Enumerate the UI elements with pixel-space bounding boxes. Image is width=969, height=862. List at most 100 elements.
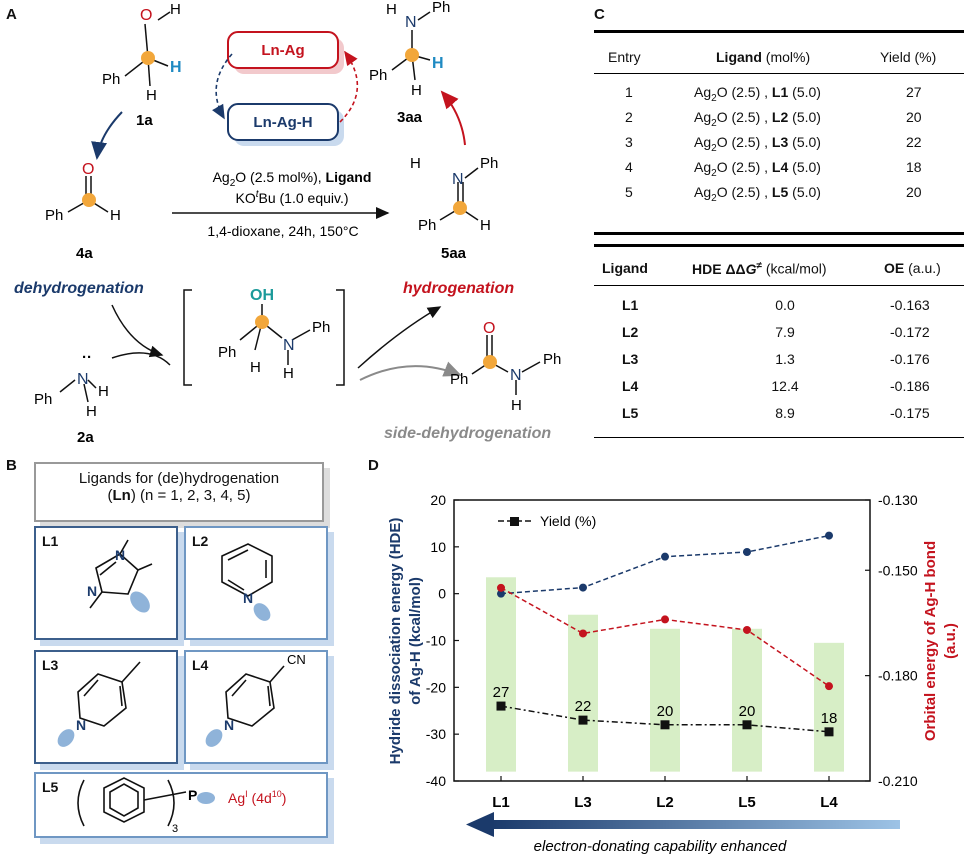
yield-cell: 18 [906, 159, 922, 175]
highlight-bar [814, 642, 844, 772]
arrow-side-dehydrogenation [359, 361, 462, 381]
yield-cell: 20 [906, 184, 922, 200]
hde-cell: 12.4 [771, 378, 799, 394]
reaction-scheme: O H Ph H H 1a O Ph H 4a dehydrogenation … [14, 0, 561, 446]
x-tick-label: L2 [656, 794, 674, 811]
atom-H: H [386, 1, 397, 18]
l1-atom-N: N [87, 583, 97, 599]
bracket-right [336, 289, 345, 386]
ligand-label-l1: L1 [42, 533, 59, 549]
compound-label-4a: 4a [76, 245, 93, 262]
arrow-4a-to-intermediate [111, 304, 164, 358]
data-label: 20 [739, 703, 756, 720]
condition-line-3: 1,4-dioxane, 24h, 150°C [207, 223, 358, 239]
l2-atom-N: N [243, 590, 253, 606]
entry-cell: 2 [625, 109, 633, 125]
compound-label-5aa: 5aa [441, 245, 467, 262]
table1-mid-rule [594, 73, 964, 74]
yield-cell: 22 [906, 134, 922, 150]
atom-H: H [146, 87, 157, 104]
data-label: 18 [821, 710, 838, 727]
highlight-bar [650, 628, 680, 772]
entry-cell: 1 [625, 84, 633, 100]
ligand-cell: Ag2O (2.5) , L4 (5.0) [694, 159, 821, 179]
table2-header-oe: OE (a.u.) [884, 260, 941, 276]
ligands-header-line1: Ligands for (de)hydrogenation [78, 470, 280, 487]
atom-H-blue: H [432, 55, 444, 72]
l3-atom-N: N [76, 717, 86, 733]
highlight-bar [486, 577, 516, 772]
l4-structure [225, 665, 285, 727]
ligand-cell: Ag2O (2.5) , L1 (5.0) [694, 84, 821, 104]
l2-structure [221, 543, 273, 597]
data-point [578, 715, 588, 725]
atom-O: O [140, 7, 152, 24]
y-right-tick-label: -0.150 [878, 562, 918, 578]
atom-Ph: Ph [369, 67, 387, 84]
y-tick-label: -20 [426, 679, 446, 695]
condition-line-1: Ag2O (2.5 mol%), Ligand [213, 169, 372, 189]
highlight-bar [568, 614, 598, 772]
oe-cell: -0.163 [890, 297, 930, 313]
l1-lone-pair-lobe [130, 591, 150, 613]
atom-N: N [405, 14, 417, 31]
entry-cell: 3 [625, 134, 633, 150]
l5-structure [77, 777, 187, 827]
hde-orbital-chart: 20100-10-20-30-40-0.130-0.150-0.180-0.21… [387, 492, 959, 855]
oe-cell: -0.175 [890, 405, 930, 421]
x-tick-label: L3 [574, 794, 592, 811]
entry-cell: 5 [625, 184, 633, 200]
donating-arrow-shaft [492, 820, 900, 829]
atom-O: O [483, 320, 495, 337]
x-tick-label: L5 [738, 794, 756, 811]
atom-Ph: Ph [312, 319, 330, 336]
atom-Ph: Ph [418, 217, 436, 234]
data-point [825, 682, 833, 691]
atom-N: N [452, 171, 464, 188]
y-axis-title: Hydride dissociation energy (HDE)of Ag-H… [387, 518, 424, 765]
data-label: 22 [575, 698, 592, 715]
atom-N: N [510, 367, 522, 384]
y-tick-label: -10 [426, 633, 446, 649]
data-point [743, 625, 751, 634]
panel-a-letter: A [6, 6, 17, 23]
atom-Ph: Ph [432, 0, 450, 16]
data-point [742, 720, 752, 730]
hde-cell: 0.0 [775, 297, 795, 313]
l4-cn: CN [287, 652, 306, 667]
atom-H-blue: H [170, 59, 182, 76]
panel-c-letter: C [594, 6, 605, 23]
l1-atom-N: N [115, 547, 125, 563]
oe-cell: -0.176 [890, 351, 930, 367]
compound-label-1a: 1a [136, 112, 153, 129]
arrow-dehydrogenation [91, 111, 123, 160]
atom-H: H [86, 403, 97, 420]
donating-arrow-head [466, 812, 494, 837]
l4-atom-N: N [224, 717, 234, 733]
bracket-left [183, 289, 192, 386]
y-right-tick-label: -0.210 [878, 773, 918, 789]
catalyst-ln-ag-h [227, 103, 339, 141]
x-tick-label: L1 [492, 794, 510, 811]
atom-Ph: Ph [480, 155, 498, 172]
table2-mid-rule [594, 285, 964, 286]
y-tick-label: -30 [426, 726, 446, 742]
table2-bottom-rule [594, 437, 964, 438]
atom-Ph: Ph [543, 351, 561, 368]
atom-Ph: Ph [450, 371, 468, 388]
y-tick-label: 20 [430, 492, 446, 508]
table1-bottom-rule [594, 232, 964, 235]
l2-lone-pair-lobe [253, 603, 271, 621]
atom-H: H [250, 359, 261, 376]
catalyst-ln-ag [227, 31, 339, 69]
y-tick-label: 10 [430, 539, 446, 555]
lone-pair: ·· [82, 349, 92, 366]
atom-H: H [283, 365, 294, 382]
table1-top-rule [594, 30, 964, 33]
table2-header-hde: HDE ΔΔG≠ (kcal/mol) [692, 260, 827, 277]
data-point [496, 701, 506, 711]
ligand-box-l1 [34, 526, 178, 640]
atom-N: N [77, 371, 89, 388]
table1-header-yield: Yield (%) [880, 49, 937, 65]
data-point [824, 727, 834, 737]
